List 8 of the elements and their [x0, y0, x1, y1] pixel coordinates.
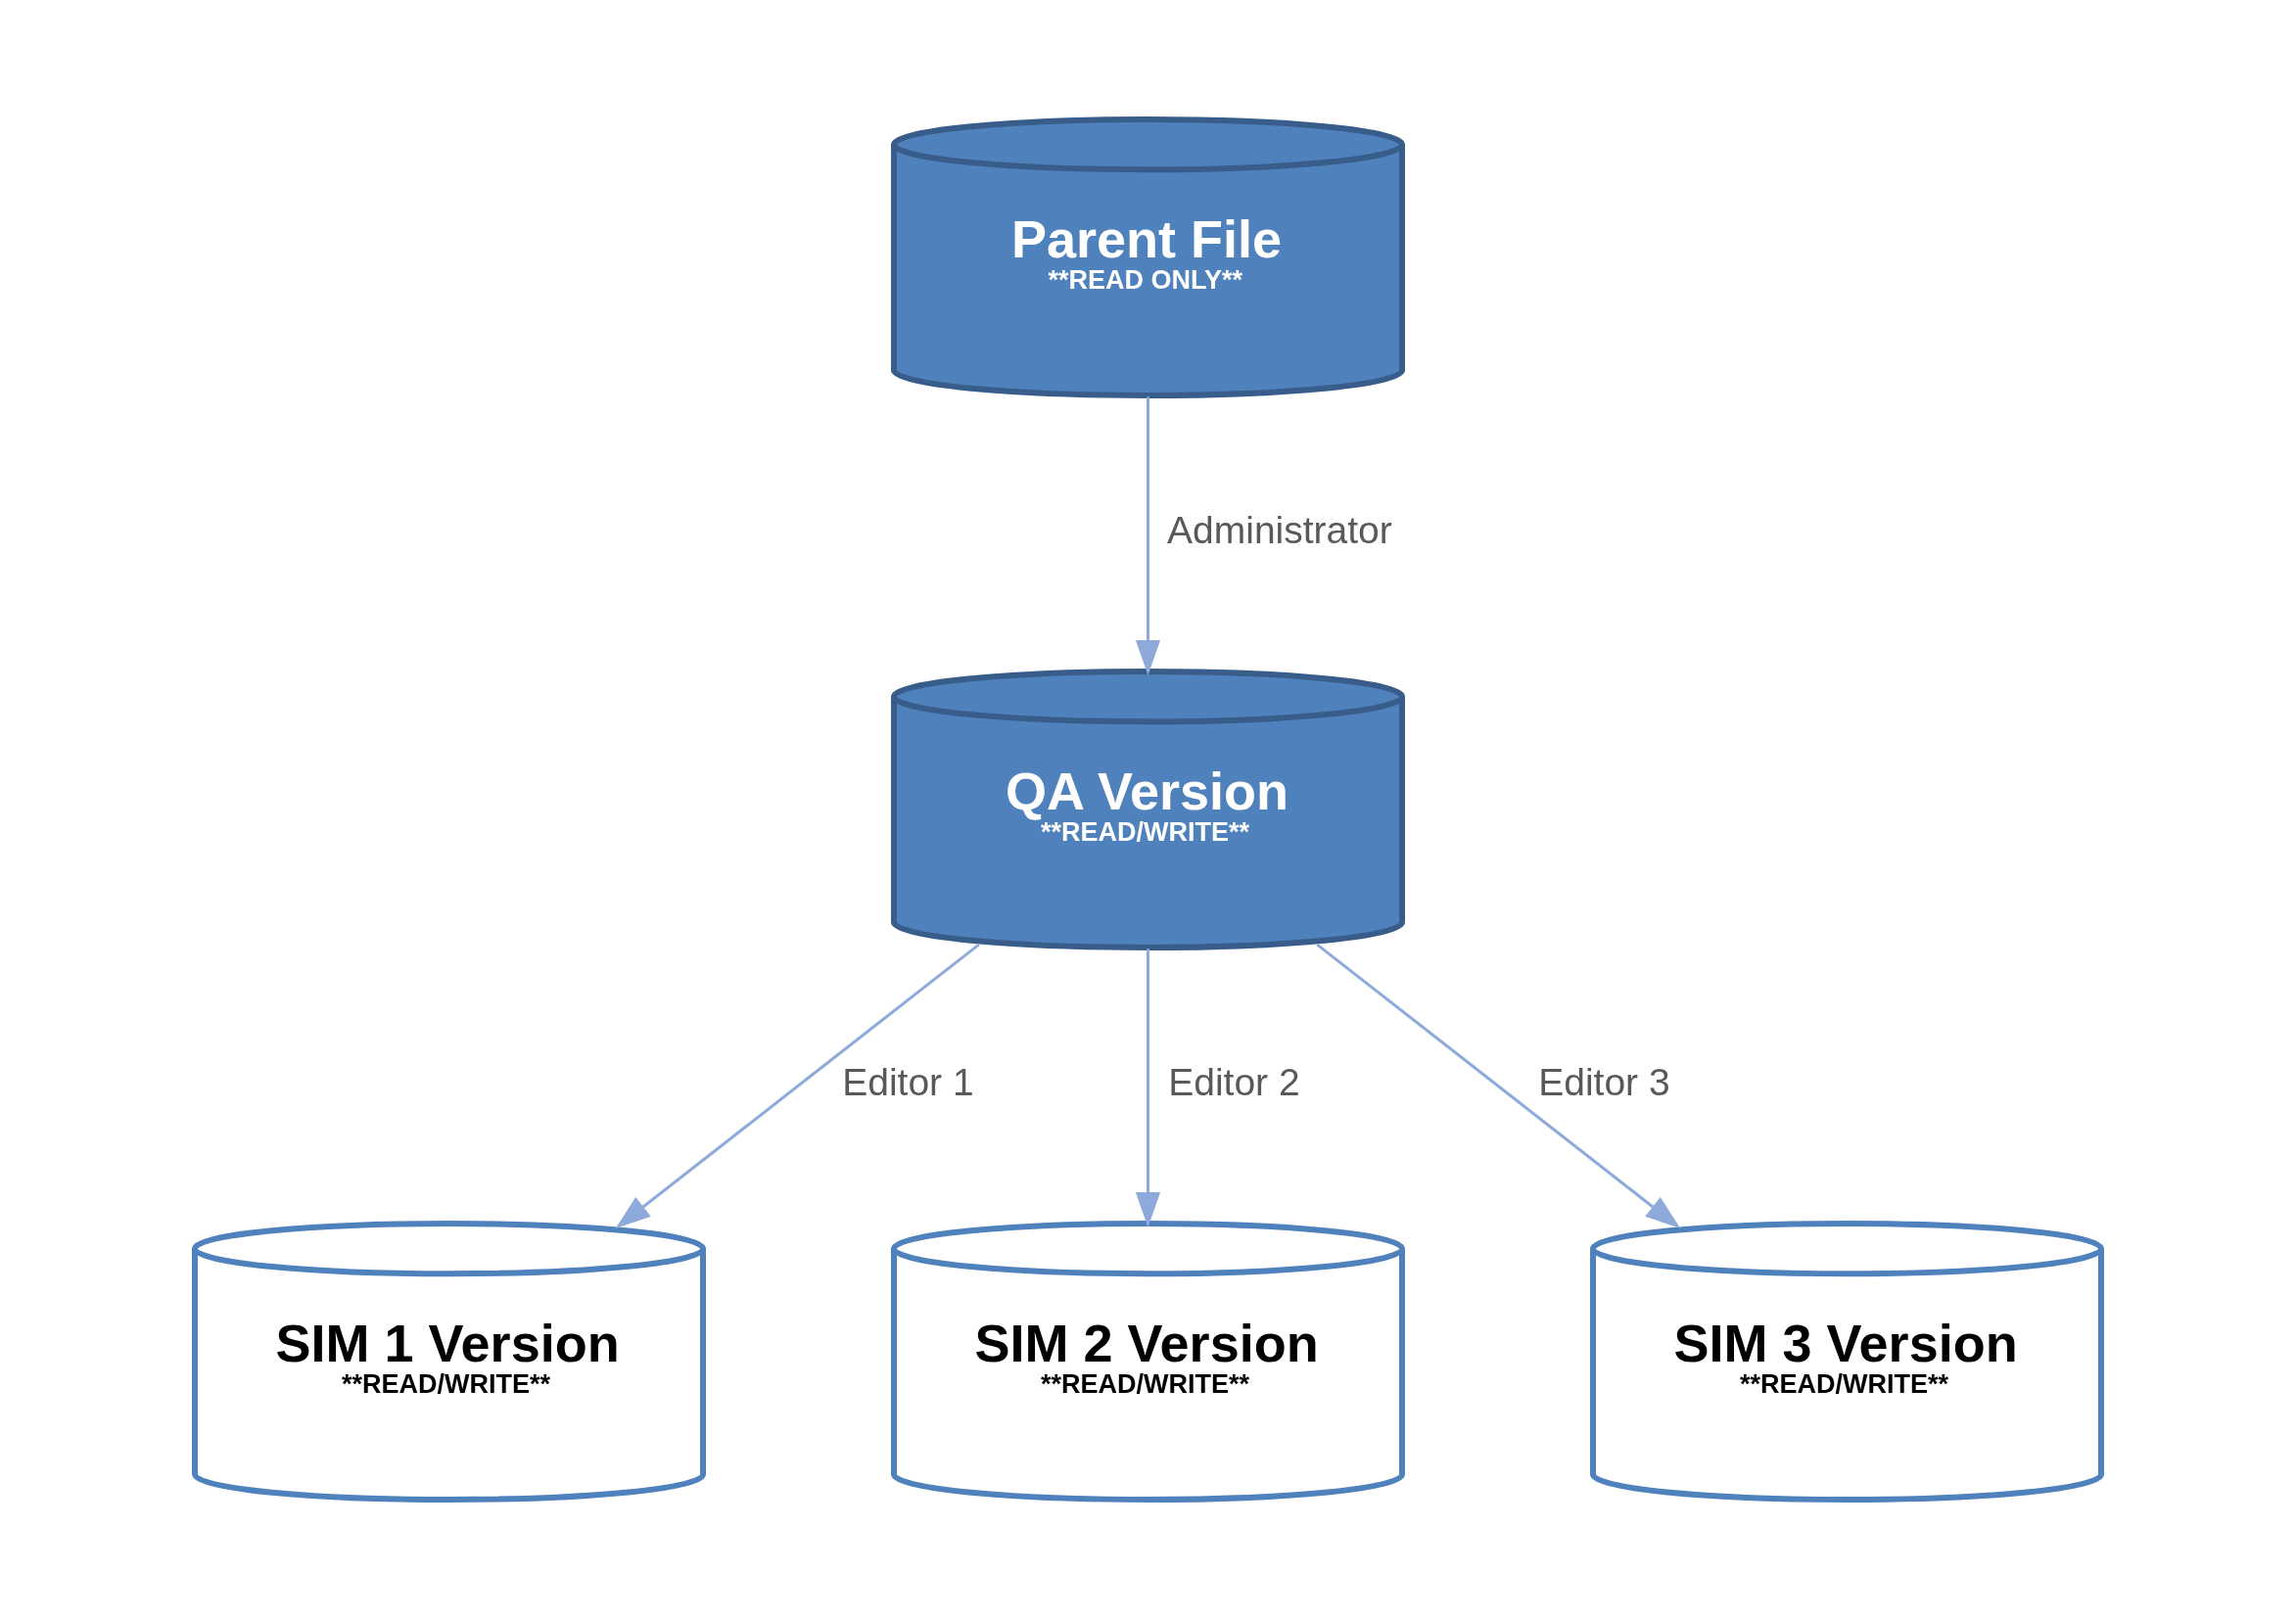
- arrow: [1316, 943, 1681, 1228]
- edge-label: Administrator: [1167, 509, 1392, 552]
- edge-label: Editor 1: [842, 1061, 974, 1104]
- arrow: [615, 943, 980, 1228]
- edge-label: Editor 2: [1168, 1061, 1300, 1104]
- edge-label: Editor 3: [1538, 1061, 1670, 1104]
- arrow: [1135, 396, 1161, 675]
- arrow: [1135, 948, 1161, 1227]
